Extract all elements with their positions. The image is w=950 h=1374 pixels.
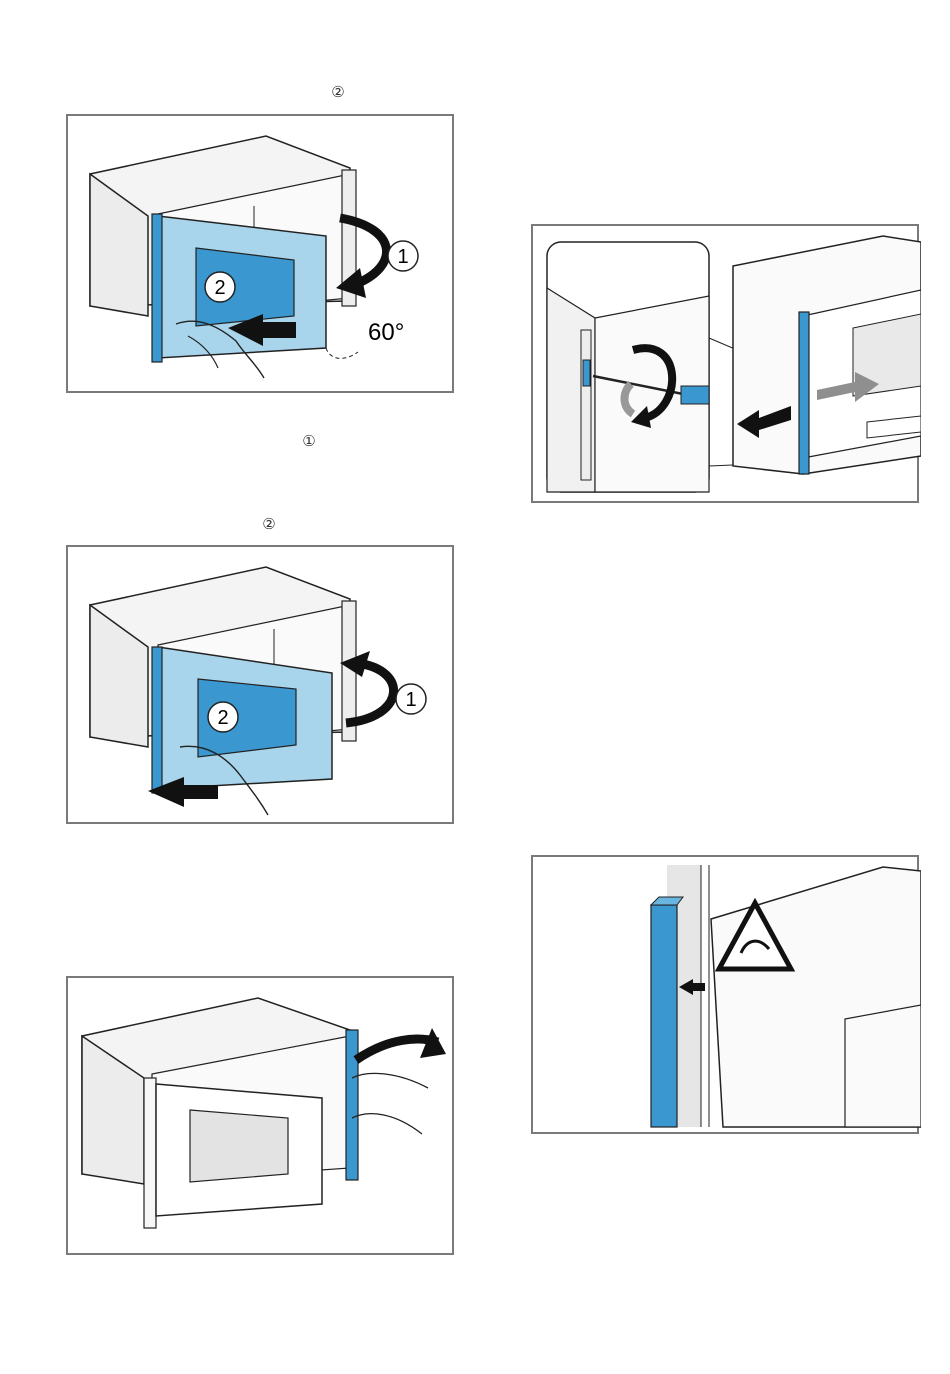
callout-2: 2 [217,707,228,729]
figure-screw-adjustment [531,224,919,503]
side-trim [799,312,809,474]
callout-2: 2 [214,277,225,299]
side-trim [346,1030,358,1180]
step-marker-2-top: ② [328,82,348,102]
door-window [190,1110,288,1182]
hand-icon [352,1073,428,1088]
figure-door-open-60-drawing: 1 2 60° [68,116,456,395]
callout-1: 1 [405,689,416,711]
side-trim [152,214,162,362]
step-marker-2-middle: ② [259,514,279,534]
figure-screw-adjustment-drawing [533,226,921,505]
step-marker-1: ① [299,431,319,451]
angle-label: 60° [368,319,404,346]
figure-door-open-60: 1 2 60° [66,114,454,393]
figure-remove-trim [66,976,454,1255]
figure-door-close: 1 2 [66,545,454,824]
hinge-screw [583,360,590,386]
figure-remove-trim-drawing [68,978,456,1257]
figure-trim-warning-drawing [533,857,921,1136]
screwdriver-handle [681,386,709,404]
side-trim [651,905,677,1127]
side-trim [152,647,162,793]
callout-1: 1 [397,246,408,268]
figure-door-close-drawing: 1 2 [68,547,456,826]
figure-trim-warning [531,855,919,1134]
